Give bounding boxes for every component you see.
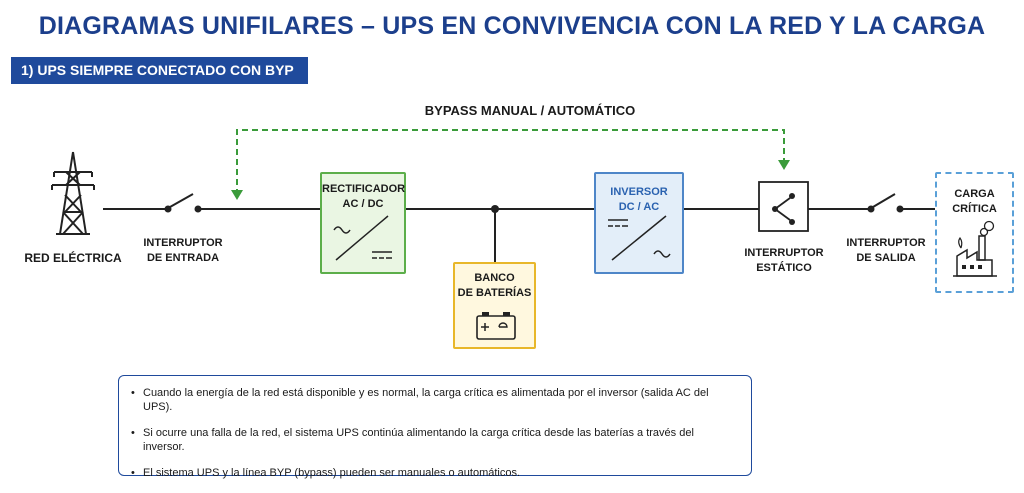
rectifier-symbol-icon (333, 215, 392, 261)
static-switch-label: INTERRUPTOR ESTÁTICO (731, 246, 837, 276)
battery-bank-title-line1: BANCO (474, 272, 515, 284)
inverter-title-line2: DC / AC (618, 201, 660, 213)
note-item: Cuando la energía de la red está disponi… (131, 386, 737, 414)
rectifier-title-line2: AC / DC (342, 198, 384, 210)
battery-bank-title: BANCO DE BATERÍAS (455, 271, 534, 301)
critical-load-title-line2: CRÍTICA (952, 203, 997, 215)
input-breaker-label-line2: DE ENTRADA (146, 252, 220, 264)
output-breaker-label: INTERRUPTOR DE SALIDA (838, 236, 934, 266)
page-title: DIAGRAMAS UNIFILARES – UPS EN CONVIVENCI… (38, 12, 986, 40)
output-breaker-label-line1: INTERRUPTOR (846, 237, 926, 249)
inverter-symbol-icon (608, 215, 671, 261)
output-breaker-symbol (867, 193, 904, 213)
note-item: Si ocurre una falla de la red, el sistem… (131, 426, 737, 454)
critical-load-box: CARGA CRÍTICA (935, 172, 1014, 293)
inverter-title: INVERSOR DC / AC (596, 185, 682, 215)
static-switch-label-line2: ESTÁTICO (756, 262, 812, 274)
input-breaker-symbol (164, 193, 202, 213)
battery-bank-title-line2: DE BATERÍAS (457, 287, 532, 299)
static-switch-label-line1: INTERRUPTOR (744, 247, 824, 259)
critical-load-title-line1: CARGA (954, 188, 995, 200)
rectifier-title-line1: RECTIFICADOR (322, 183, 406, 195)
transmission-tower-icon (51, 151, 95, 235)
output-breaker-label-line2: DE SALIDA (856, 252, 916, 264)
rectifier-box: RECTIFICADOR AC / DC (320, 172, 406, 274)
notes-box: Cuando la energía de la red está disponi… (118, 375, 752, 480)
junction-dot (491, 205, 499, 213)
input-breaker-label: INTERRUPTOR DE ENTRADA (135, 236, 231, 266)
inverter-box: INVERSOR DC / AC (594, 172, 684, 274)
section-badge: 1) UPS SIEMPRE CONECTADO CON BYP (11, 57, 308, 84)
bypass-line (231, 129, 790, 200)
battery-icon (476, 312, 516, 340)
input-breaker-label-line1: INTERRUPTOR (143, 237, 223, 249)
main-bus (103, 208, 935, 262)
rectifier-title: RECTIFICADOR AC / DC (322, 182, 406, 212)
bypass-label: BYPASS MANUAL / AUTOMÁTICO (424, 103, 636, 118)
battery-bank-box: BANCO DE BATERÍAS (453, 262, 536, 349)
note-item: El sistema UPS y la línea BYP (bypass) p… (131, 466, 737, 480)
static-switch-symbol (758, 181, 809, 232)
inverter-title-line1: INVERSOR (610, 186, 668, 198)
grid-label: RED ELÉCTRICA (24, 251, 122, 265)
notes-list: Cuando la energía de la red está disponi… (131, 386, 737, 480)
factory-icon (953, 220, 997, 277)
critical-load-title: CARGA CRÍTICA (937, 187, 1012, 217)
